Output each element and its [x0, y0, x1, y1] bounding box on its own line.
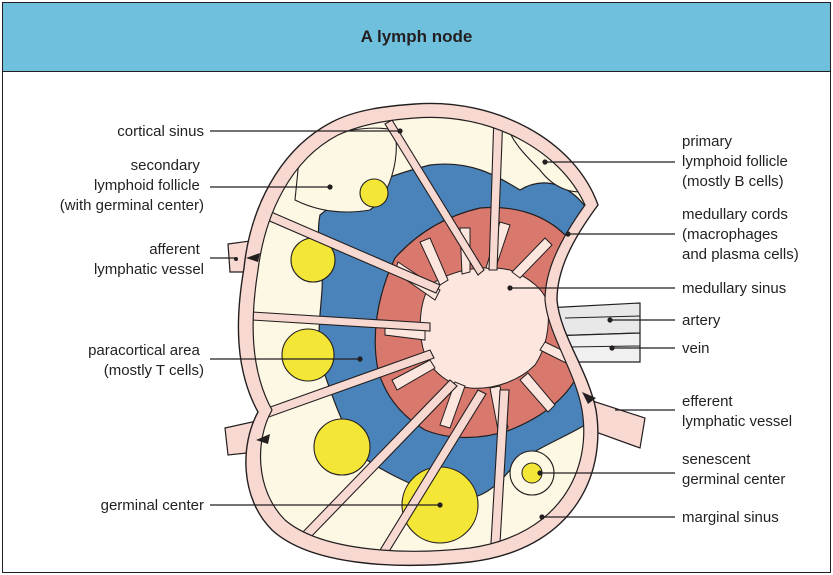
label-efferent-vessel: efferent lymphatic vessel — [682, 393, 792, 430]
germinal-center-3 — [282, 329, 334, 381]
germinal-center-4 — [314, 419, 370, 475]
germinal-center-1 — [360, 179, 388, 207]
label-primary-follicle: primary lymphoid follicle (mostly B cell… — [682, 133, 792, 190]
label-medullary-sinus: medullary sinus — [682, 280, 786, 297]
label-vein: vein — [682, 340, 710, 357]
label-artery: artery — [682, 312, 721, 329]
label-afferent-vessel: afferent lymphatic vessel — [94, 241, 204, 278]
label-secondary-follicle: secondary lymphoid follicle (with germin… — [60, 157, 204, 214]
label-paracortical-area: paracortical area (mostly T cells) — [88, 342, 204, 379]
label-senescent-germinal-center: senescent germinal center — [682, 451, 785, 488]
label-marginal-sinus: marginal sinus — [682, 509, 779, 526]
label-cortical-sinus: cortical sinus — [117, 123, 204, 140]
label-medullary-cords: medullary cords (macrophages and plasma … — [682, 206, 799, 263]
label-germinal-center: germinal center — [101, 497, 204, 514]
